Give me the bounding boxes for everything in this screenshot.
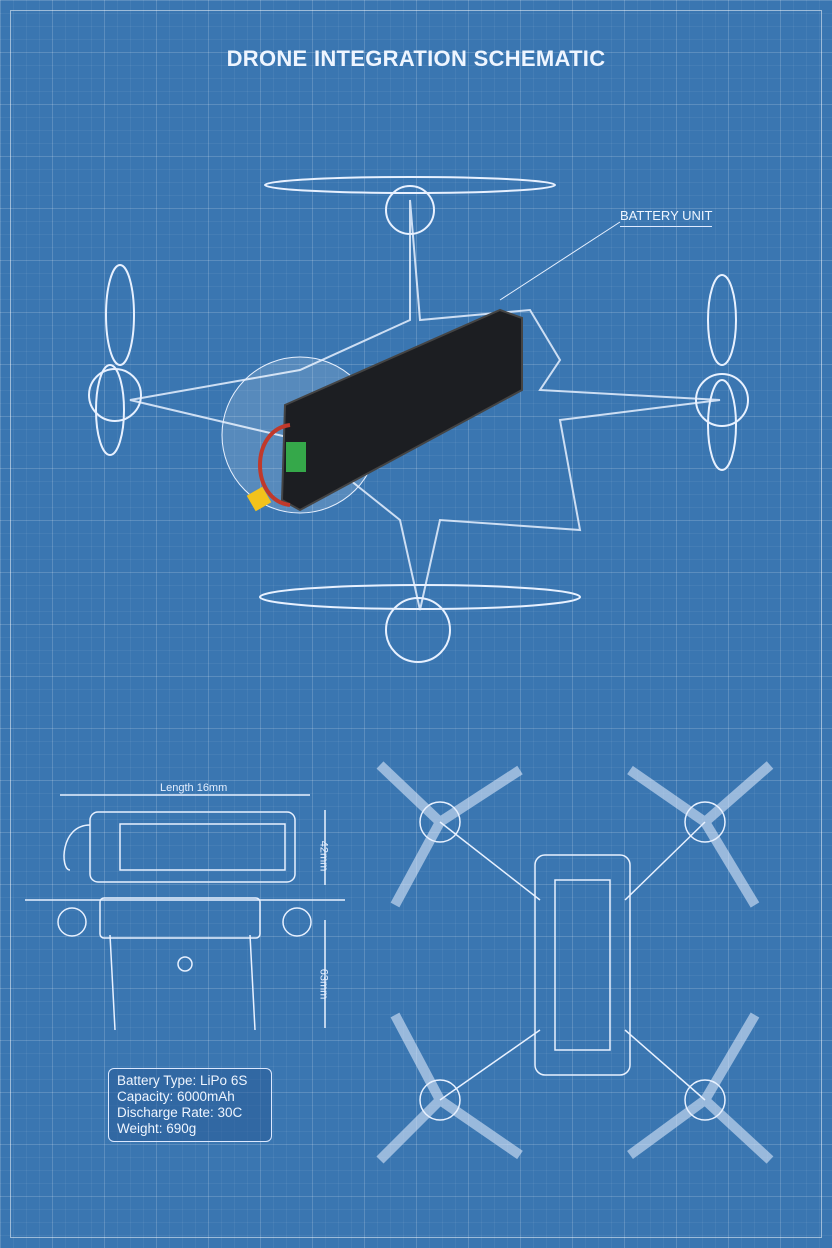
page-title: DRONE INTEGRATION SCHEMATIC (226, 46, 606, 71)
side-view-drawing (25, 794, 345, 1031)
spec-box: Battery Type: LiPo 6S Capacity: 6000mAh … (108, 1068, 272, 1142)
spec-battery-type: Battery Type: LiPo 6S (117, 1073, 248, 1088)
spec-capacity: Capacity: 6000mAh (117, 1089, 235, 1104)
length-dimension: Length 16mm (160, 782, 228, 794)
drone-height-dimension: 63mm (317, 968, 330, 1000)
isometric-drone (88, 176, 749, 663)
battery-height-dimension: 42mm (317, 840, 330, 872)
spec-weight: Weight: 690g (117, 1121, 197, 1136)
battery (280, 308, 523, 512)
top-view-drawing (376, 761, 774, 1164)
spec-discharge-rate: Discharge Rate: 30C (117, 1105, 243, 1120)
blueprint-frame (10, 10, 822, 1238)
battery-unit-callout: BATTERY UNIT (620, 208, 713, 227)
